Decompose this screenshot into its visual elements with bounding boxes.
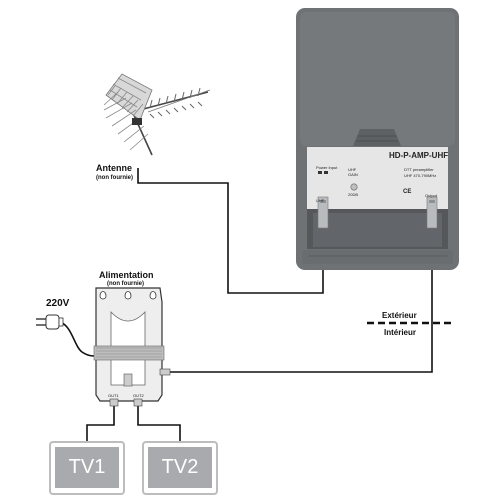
power-unit-out1-port xyxy=(109,398,119,407)
cable-to-tv2 xyxy=(137,405,181,442)
amplifier-description-2: UHF 470-790MHz xyxy=(404,173,437,178)
cables xyxy=(59,168,433,442)
power-supply-unit xyxy=(93,287,171,407)
interior-label: Intérieur xyxy=(384,328,417,337)
power-unit-out2-port xyxy=(133,398,143,407)
gain-knob xyxy=(350,183,358,191)
amplifier-front-panel xyxy=(307,147,448,209)
gain-band-label: UHF xyxy=(348,167,357,172)
tv2-screen xyxy=(148,447,212,488)
output-label: Output xyxy=(425,193,438,198)
out2-label: OUT2 xyxy=(133,393,144,398)
tv1 xyxy=(49,441,125,495)
voltage-label: 220V xyxy=(46,298,70,309)
cable-mains xyxy=(59,321,97,357)
cable-antenna-to-amplifier xyxy=(137,168,324,294)
power-unit-input-port xyxy=(159,368,171,376)
antenna-note: (non fournie) xyxy=(96,175,133,181)
power-supply-note: (non fournie) xyxy=(107,281,144,287)
input-label: UHF xyxy=(316,198,325,203)
amplifier-unit xyxy=(296,8,459,270)
gain-value: 20DB xyxy=(348,192,359,197)
exterior-label: Extérieur xyxy=(382,311,417,320)
cable-to-tv1 xyxy=(86,405,115,442)
antenna-illustration xyxy=(103,73,211,156)
ce-mark: CE xyxy=(403,189,412,195)
antenna-label: Antenne xyxy=(96,163,132,173)
input-connector xyxy=(317,196,329,229)
cable-amplifier-output-to-power xyxy=(170,228,433,373)
output-connector xyxy=(426,196,438,229)
tv2 xyxy=(142,441,218,495)
tv1-label: TV1 xyxy=(68,456,106,478)
power-supply-label: Alimentation xyxy=(99,270,154,280)
out1-label: OUT1 xyxy=(108,393,119,398)
tv1-screen xyxy=(55,447,119,488)
amplifier-description-1: DTT preamplifier xyxy=(404,167,434,172)
tv2-label: TV2 xyxy=(161,456,199,478)
power-input-label: Power Input xyxy=(316,165,338,170)
gain-label: GAIN xyxy=(348,172,358,177)
mains-plug xyxy=(36,314,64,330)
amplifier-model: HD-P-AMP-UHF xyxy=(389,151,449,160)
